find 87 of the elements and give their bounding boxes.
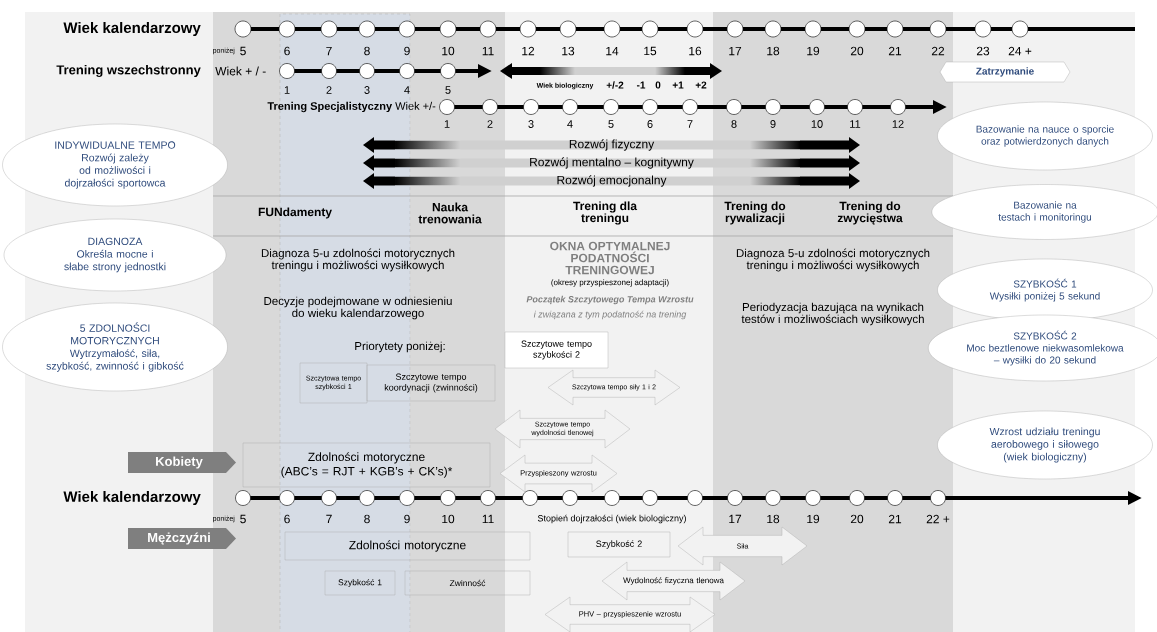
age-number: 17 [729, 46, 742, 56]
scale-number: -1 [636, 81, 646, 89]
age-number: 14 [606, 46, 619, 56]
priority-box: Szczytowe tempo szybkości 2 [504, 331, 609, 369]
priority-box: Szybkość 2 [567, 531, 671, 558]
age-number: 9 [404, 46, 410, 56]
timeline-title: Trening Specjalistyczny Wiek +/- [267, 101, 436, 113]
age-number: 6 [284, 46, 290, 56]
age-number: 3 [364, 86, 370, 94]
description-text: Decyzje podejmowane w odniesieniu do wieku kalendarzowego [264, 296, 452, 320]
age-number: 10 [811, 120, 823, 128]
age-number: 13 [562, 46, 575, 56]
age-number: 11 [482, 46, 494, 56]
age-number: 2 [326, 86, 332, 94]
development-banner: Rozwój mentalno – kognitywny [363, 155, 860, 171]
development-banner: Rozwój fizyczny [363, 137, 860, 153]
age-number: 3 [528, 120, 534, 128]
node-label: Wzrost udziału treningu aerobowego i siłowego (wiek biologiczny) [989, 427, 1100, 463]
age-number: 10 [442, 46, 455, 56]
stage-heading: Trening do rywalizacji [724, 201, 786, 225]
priority-box: Szczytowe tempo koordynacji (zwinności) [366, 364, 496, 402]
timeline-title: Wiek kalendarzowy [63, 491, 201, 505]
node-label: SZYBKOŚĆ 1 [1013, 278, 1077, 288]
priority-box: Szybkość 1 [324, 570, 396, 596]
stage-heading: Nauka trenowania [418, 202, 482, 224]
timeline-title: Wiek kalendarzowy [63, 22, 201, 36]
scale-number: 0 [655, 81, 661, 89]
age-number: 12 [522, 46, 535, 56]
age-number: 8 [731, 120, 737, 128]
age-number: 7 [326, 46, 332, 56]
age-number: 6 [284, 514, 290, 524]
age-number: 9 [404, 514, 410, 524]
age-number: 11 [482, 514, 494, 524]
scale-number: +1 [672, 81, 684, 89]
age-number: 21 [888, 514, 902, 524]
age-number: 5 [608, 120, 614, 128]
age-number: 12 [892, 120, 904, 128]
age-number: 4 [404, 86, 410, 94]
age-number: 22 + [926, 514, 950, 524]
age-number: 8 [364, 514, 370, 524]
timeline-title: Trening wszechstronny [56, 64, 201, 78]
age-note: Wiek + / - [215, 66, 266, 76]
description-text: Diagnoza 5-u zdolności motorycznych treningu i możliwości wysiłkowych [736, 248, 930, 272]
age-number: 4 [567, 120, 573, 128]
priority-box: Zdolności motoryczne [284, 531, 531, 561]
period-banner: Wydolność fizyczna tlenowa [601, 561, 746, 601]
age-number: 19 [807, 514, 820, 524]
description-text: Diagnoza 5-u zdolności motorycznych treningu i możliwości wysiłkowych [261, 248, 455, 272]
age-number: 11 [850, 120, 861, 128]
stage-heading: Trening do zwycięstwa [837, 201, 903, 225]
age-number: 20 [850, 46, 864, 56]
priority-box: Zdolności motoryczne (ABC’s = RJT + KGB’s + CK’s)* [242, 442, 491, 488]
node-label: Bazowanie na nauce o sporcie oraz potwierdzonych danych [976, 125, 1114, 147]
description-text: Priorytety poniżej: [355, 341, 445, 353]
stage-heading: FUNdamenty [258, 207, 332, 219]
description-text: i związana z tym podatność na trening [533, 310, 687, 320]
age-number: 18 [767, 46, 780, 56]
age-number: 20 [850, 514, 864, 524]
age-number: 21 [888, 46, 902, 56]
age-number: 1 [444, 120, 450, 128]
age-number: 19 [807, 46, 820, 56]
age-number: 9 [770, 120, 776, 128]
development-banner: Rozwój emocjonalny [363, 173, 860, 189]
age-number: 5 [240, 514, 246, 524]
stage-heading: Trening dla treningu [573, 201, 638, 225]
scale-number: +/-2 [606, 81, 624, 89]
description-text: Początek Szczytowego Tempa Wzrostu [526, 295, 694, 305]
description-text: (okresy przyspieszonej adaptacji) [551, 279, 669, 287]
age-number: 2 [487, 120, 493, 128]
scale-number: +2 [695, 81, 707, 89]
age-number: 10 [442, 514, 455, 524]
age-number: 6 [647, 120, 653, 128]
age-number: 1 [284, 86, 290, 94]
node-label: Wysiłki poniżej 5 sekund [989, 292, 1100, 302]
age-number: 5 [445, 86, 451, 94]
stop-badge: Zatrzymanie [939, 61, 1071, 83]
age-number: 22 [931, 46, 945, 56]
age-number: 7 [326, 514, 332, 524]
age-number: 5 [240, 46, 246, 56]
age-number: 15 [644, 46, 657, 56]
age-number: 16 [689, 46, 702, 56]
age-number: 7 [687, 120, 693, 128]
description-text: Periodyzacja bazująca na wynikach testów i możliwościach wysiłkowych [741, 302, 924, 326]
priority-box: Zwinność [404, 570, 531, 596]
scale-label: Stopień dojrzałości (wiek biologiczny) [537, 514, 686, 524]
age-number: 8 [364, 46, 370, 56]
window-heading: OKNA OPTYMALNEJ PODATNOŚCI TRENINGOWEJ [550, 241, 670, 275]
